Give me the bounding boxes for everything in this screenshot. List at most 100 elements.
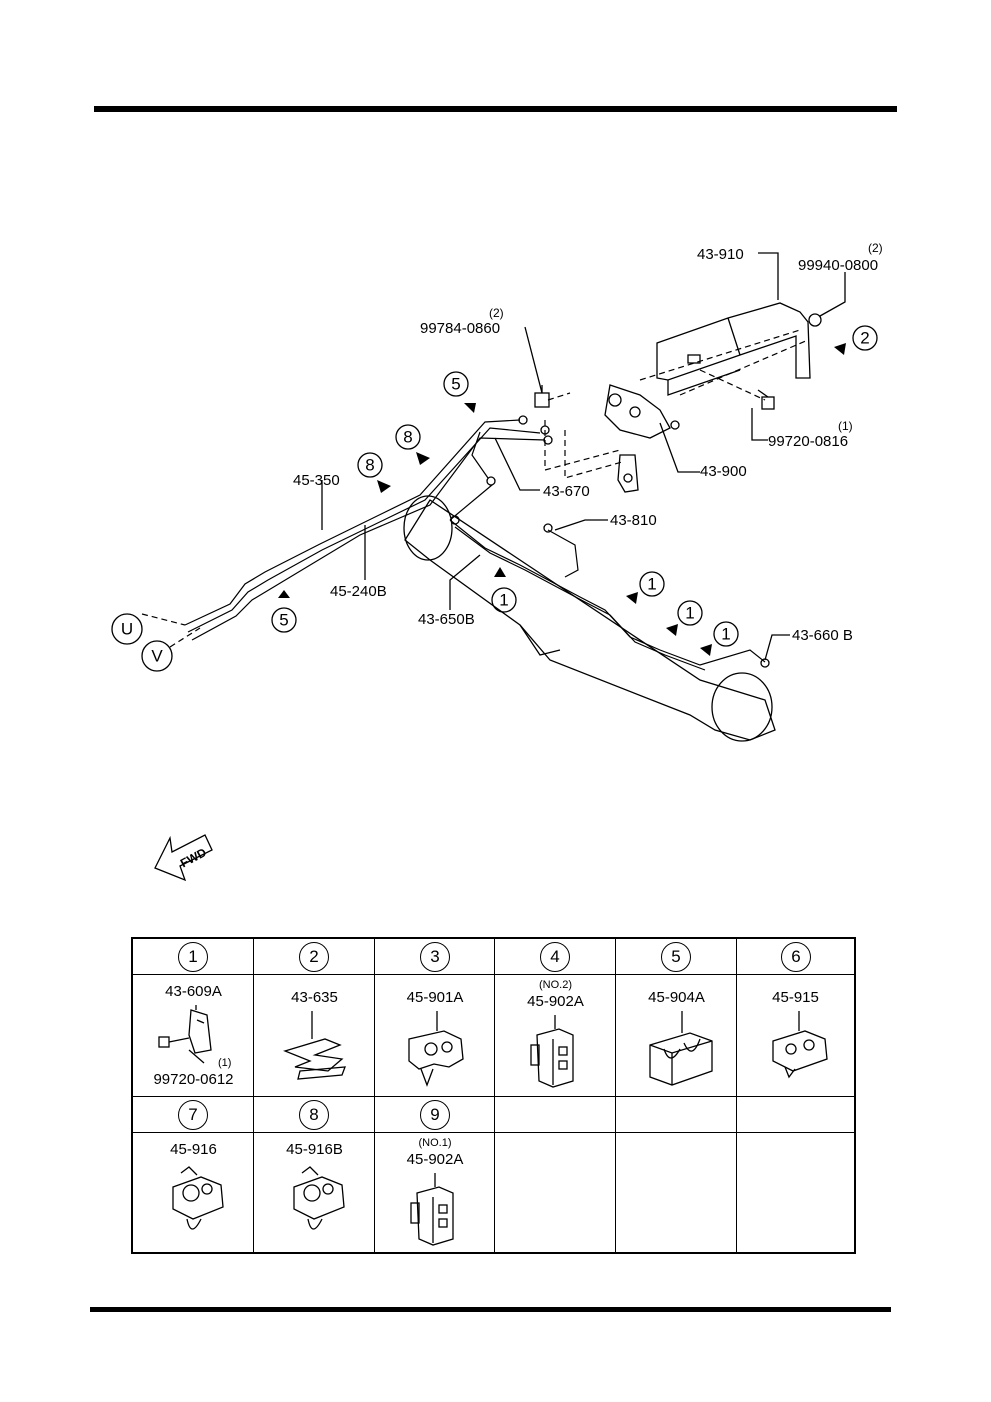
label-99940-0800: 99940-0800 <box>798 257 878 274</box>
part-cell-5: 45-904A <box>616 975 737 1097</box>
part-number: 45-904A <box>648 989 705 1006</box>
part-cell-6: 45-915 <box>737 975 854 1097</box>
connector-U: U <box>111 613 143 645</box>
svg-text:U: U <box>121 620 133 639</box>
pipe-clip-icon <box>408 1011 464 1087</box>
brake-pipes <box>184 419 766 671</box>
header-cell-2: 2 <box>254 939 375 975</box>
callout-8: 8 <box>299 1100 329 1130</box>
junction-block-43-900 <box>604 384 680 493</box>
part-number: 45-916B <box>286 1141 343 1158</box>
callout-2: 2 <box>852 325 878 351</box>
label-43-660B: 43-660 B <box>792 627 853 644</box>
header-cell-8: 8 <box>254 1097 375 1133</box>
part-number: 43-609A <box>165 983 222 1000</box>
part-cell-9: (NO.1) 45-902A <box>375 1133 495 1252</box>
callout-4: 4 <box>540 942 570 972</box>
callout-5-lower: 5 <box>271 607 297 633</box>
part-cell-7: 45-916 <box>133 1133 254 1252</box>
clip-with-bolt-icon <box>158 1005 212 1064</box>
part-number: 45-902A <box>406 1151 464 1168</box>
parts-table: 1 2 3 4 5 6 43-609A (1) 99720-0612 43-63… <box>131 937 856 1254</box>
callout-5-top: 5 <box>443 371 469 397</box>
callout-1: 1 <box>178 942 208 972</box>
double-pipe-clip-icon <box>772 1011 828 1079</box>
svg-text:1: 1 <box>499 591 508 610</box>
part-number: 45-902A <box>527 993 584 1010</box>
callout-3: 3 <box>420 942 450 972</box>
empty-cell <box>495 1133 616 1252</box>
svg-text:V: V <box>151 647 163 666</box>
svg-text:1: 1 <box>721 625 730 644</box>
callout-1-b: 1 <box>639 571 665 597</box>
pipe-clip-icon <box>293 1166 345 1230</box>
label-43-810: 43-810 <box>610 512 657 529</box>
header-cell-5: 5 <box>616 939 737 975</box>
part-cell-3: 45-901A <box>375 975 495 1097</box>
label-43-910: 43-910 <box>697 246 744 263</box>
label-99784-0860: 99784-0860 <box>420 320 500 337</box>
bolt-99784-0860-icon <box>534 385 550 408</box>
clamp-block-icon <box>410 1173 454 1246</box>
callout-2: 2 <box>299 942 329 972</box>
callout-1-c: 1 <box>677 600 703 626</box>
qty-99784: (2) <box>489 306 504 320</box>
label-45-350: 45-350 <box>293 472 340 489</box>
header-cell-4: 4 <box>495 939 616 975</box>
part-note: (NO.1) <box>418 1137 452 1149</box>
part-number: 45-901A <box>406 989 464 1006</box>
header-cell-empty <box>737 1097 854 1133</box>
svg-text:1: 1 <box>647 575 656 594</box>
clamp-block-icon <box>530 1015 574 1088</box>
svg-text:5: 5 <box>279 611 288 630</box>
sub-part-number: 99720-0612 <box>153 1071 234 1088</box>
svg-text:8: 8 <box>365 456 374 475</box>
bolt-99720-0816-icon <box>757 389 775 410</box>
empty-cell <box>737 1133 854 1252</box>
label-43-650B: 43-650B <box>418 611 475 628</box>
callout-9: 9 <box>420 1100 450 1130</box>
header-cell-9: 9 <box>375 1097 495 1133</box>
label-43-900: 43-900 <box>700 463 747 480</box>
top-rule <box>94 106 897 112</box>
callout-1-d: 1 <box>713 621 739 647</box>
label-45-240B: 45-240B <box>330 583 387 600</box>
spring-clip-icon <box>283 1011 346 1080</box>
part-number: 45-915 <box>772 989 819 1006</box>
callout-7: 7 <box>178 1100 208 1130</box>
clip-arrows <box>278 343 846 656</box>
part-number: 43-635 <box>291 989 338 1006</box>
qty-99720: (1) <box>838 419 853 433</box>
label-99720-0816: 99720-0816 <box>768 433 848 450</box>
bottom-rule <box>90 1307 891 1312</box>
pipe-holder-icon <box>649 1011 713 1086</box>
part-note: (NO.2) <box>539 979 572 991</box>
part-cell-2: 43-635 <box>254 975 375 1097</box>
part-number: 45-916 <box>170 1141 217 1158</box>
callout-6: 6 <box>781 942 811 972</box>
fwd-label: FWD <box>178 845 209 870</box>
fwd-arrow-icon: FWD <box>154 834 213 882</box>
callout-8-lower: 8 <box>357 452 383 478</box>
callout-1-a: 1 <box>491 587 517 613</box>
header-cell-7: 7 <box>133 1097 254 1133</box>
qty-99940: (2) <box>868 241 883 255</box>
part-cell-1: 43-609A (1) 99720-0612 <box>133 975 254 1097</box>
header-cell-1: 1 <box>133 939 254 975</box>
header-cell-empty <box>616 1097 737 1133</box>
svg-text:2: 2 <box>860 329 869 348</box>
part-cell-4: (NO.2) 45-902A <box>495 975 616 1097</box>
empty-cell <box>616 1133 737 1252</box>
bracket-43-910 <box>656 302 811 396</box>
nut-99940-0800-icon <box>808 313 822 327</box>
connector-V: V <box>141 640 173 672</box>
part-cell-8: 45-916B <box>254 1133 375 1252</box>
sub-part-qty: (1) <box>218 1057 232 1069</box>
pipe-clip-icon <box>172 1166 224 1230</box>
svg-text:5: 5 <box>451 375 460 394</box>
callout-8-upper: 8 <box>395 424 421 450</box>
label-43-670: 43-670 <box>543 483 590 500</box>
brake-pipe-diagram: 43-910 (2) 99940-0800 (2) 99784-0860 (1)… <box>111 241 883 882</box>
callout-5: 5 <box>661 942 691 972</box>
svg-text:8: 8 <box>403 428 412 447</box>
